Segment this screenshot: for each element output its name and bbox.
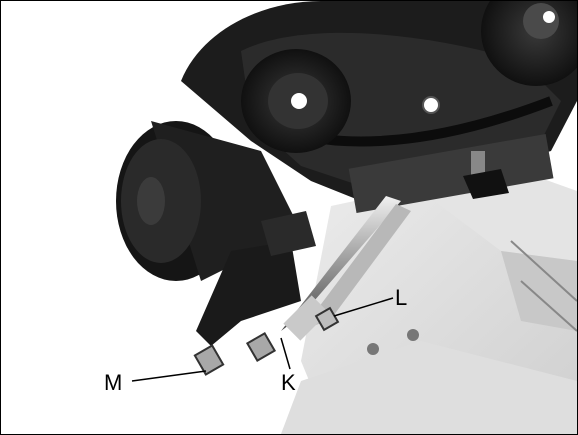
motor-cylinder [116, 121, 301, 281]
callout-label-l: L [395, 285, 407, 310]
guide-rods [281, 196, 411, 341]
leader-line-m [131, 370, 207, 382]
leader-line-k [280, 337, 291, 370]
bolt-l [314, 306, 340, 332]
tension-bracket [196, 211, 316, 346]
bolt-k [245, 331, 277, 363]
pulley-wheel-right [481, 1, 577, 86]
callout-label-m: M [104, 370, 122, 395]
pulley-wheel-front [241, 49, 440, 153]
callout-label-k: K [281, 370, 296, 395]
leader-line-l [333, 297, 394, 317]
bolt-m [193, 344, 225, 376]
adjustment-knob [463, 151, 509, 199]
